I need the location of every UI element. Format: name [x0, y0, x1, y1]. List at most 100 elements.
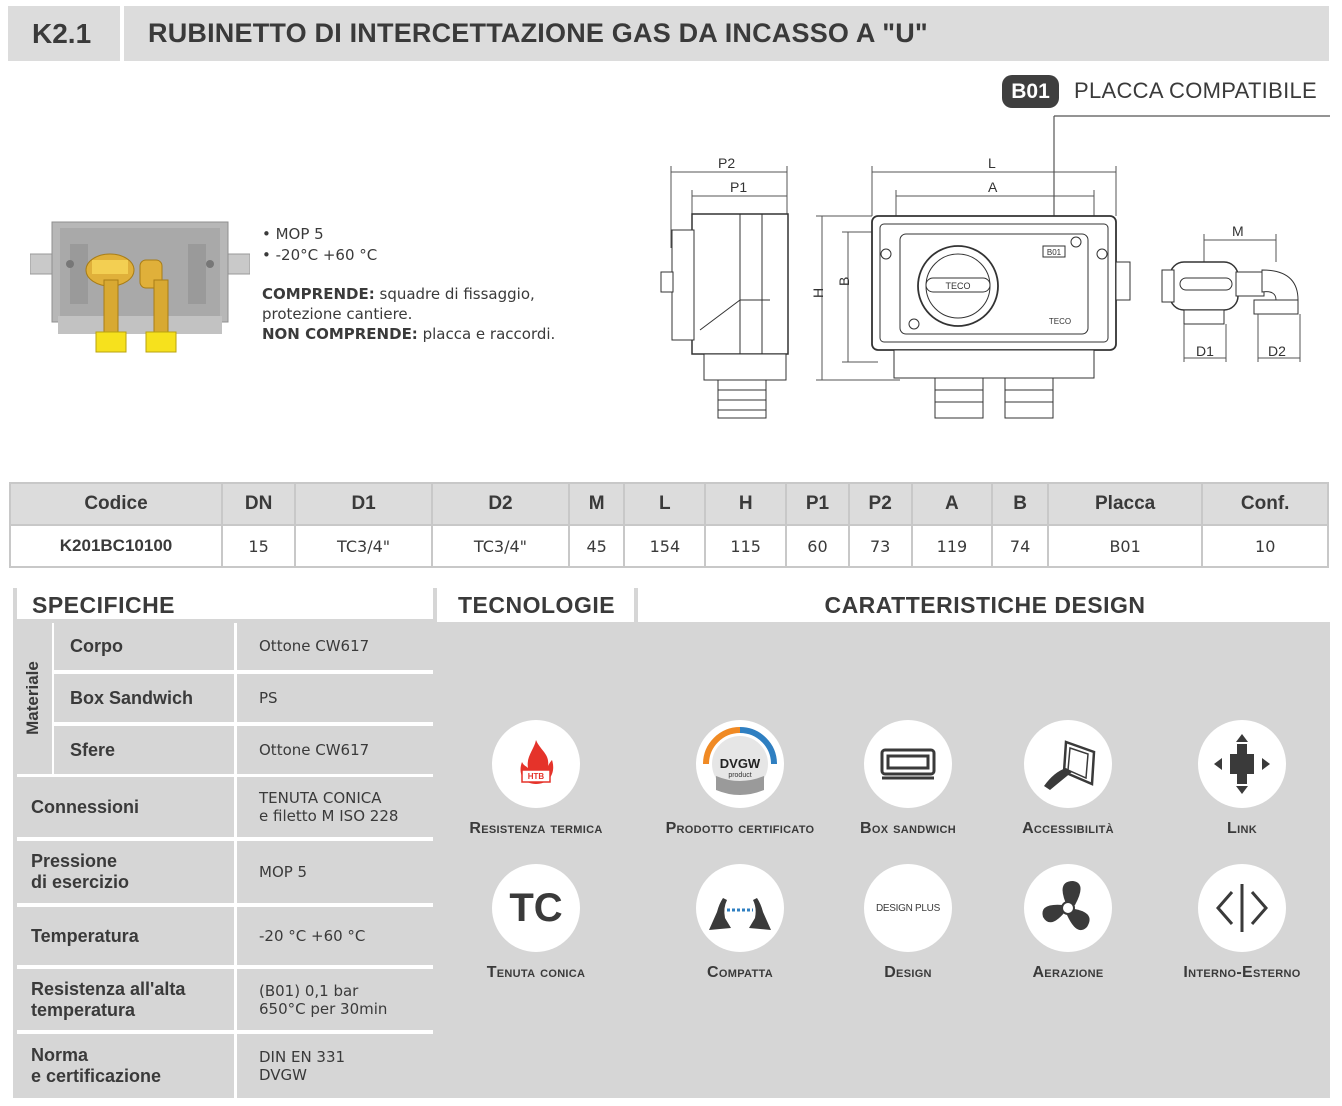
spec-value-line: e filetto M ISO 228: [259, 807, 399, 825]
spec-row-temperatura: Temperatura -20 °C +60 °C: [13, 907, 435, 965]
b01-plate-label: B01: [1047, 248, 1062, 257]
spec-label: Norma e certificazione: [13, 1034, 234, 1098]
specs-title: SPECIFICHE: [32, 591, 176, 618]
table-cell: B01: [1046, 524, 1204, 568]
feature-prodotto-certificato: DVGW product Prodotto certificato: [650, 720, 830, 838]
dimensions-table: Codice DN D1 D2 M L H P1 P2 A B Placca C…: [9, 482, 1329, 568]
table-cell: 60: [785, 524, 850, 568]
feature-label: Interno-Esterno: [1183, 964, 1301, 981]
feature-label: Design: [884, 964, 932, 981]
divider: [433, 588, 437, 1098]
feature-tenuta-conica: TC Tenuta conica: [446, 864, 626, 982]
table-header: M: [567, 482, 626, 526]
inside-outside-icon: [1198, 864, 1286, 952]
spec-label: Sfere: [54, 726, 234, 774]
table-header: D1: [294, 482, 434, 526]
product-photo: [30, 221, 250, 353]
dim-b-label: B: [836, 277, 852, 286]
section-code: K2.1: [8, 6, 120, 61]
spec-label-line: di esercizio: [31, 872, 130, 892]
table-cell: TC3/4": [294, 524, 434, 568]
spec-row-pressione: Pressione di esercizio MOP 5: [13, 841, 435, 903]
table-cell: 115: [704, 524, 788, 568]
dim-d2-label: D2: [1268, 343, 1286, 359]
placca-label: PLACCA COMPATIBILE: [1074, 78, 1317, 103]
table-header: DN: [220, 482, 297, 526]
dvgw-icon: DVGW product: [696, 720, 784, 808]
compact-hands-icon: [696, 864, 784, 952]
table-cell-code: K201BC10100: [9, 524, 223, 568]
spec-row-box: Box Sandwich PS: [54, 674, 434, 722]
dim-d1-label: D1: [1196, 343, 1214, 359]
tc-icon: TC: [492, 864, 580, 952]
dim-p1-label: P1: [730, 179, 747, 195]
spec-value: PS: [237, 674, 434, 722]
dim-p2-label: P2: [718, 155, 735, 171]
tech-panel: [437, 622, 634, 1098]
spec-value: TENUTA CONICA e filetto M ISO 228: [237, 777, 435, 837]
materiale-side-label: Materiale: [13, 622, 52, 774]
feature-label: Resistenza termica: [469, 820, 603, 837]
table-header: P2: [847, 482, 913, 526]
feature-resistenza-termica: HTB Resistenza termica: [446, 720, 626, 838]
bullet-mop: • MOP 5: [262, 225, 324, 243]
spec-row-connessioni: Connessioni TENUTA CONICA e filetto M IS…: [13, 777, 435, 837]
feature-label: Compatta: [707, 964, 773, 981]
link-arrows-icon: [1198, 720, 1286, 808]
spec-label: Corpo: [54, 622, 234, 670]
includes-text: squadre di fissaggio, protezione cantier…: [262, 285, 535, 323]
dim-a-label: A: [988, 179, 998, 195]
table-header-row: Codice DN D1 D2 M L H P1 P2 A B Placca C…: [9, 482, 1329, 526]
dvgw-text: DVGW: [720, 756, 761, 771]
design-panel: [638, 622, 1330, 1098]
product-bullets: • MOP 5 • -20°C +60 °C: [262, 224, 377, 266]
materiale-label: Materiale: [22, 661, 42, 735]
feature-design: DESIGN PLUS Design: [818, 864, 998, 982]
table-cell: 73: [847, 524, 913, 568]
accessibility-icon: [1024, 720, 1112, 808]
spec-label-line: Resistenza all'alta: [31, 978, 186, 999]
spec-value-line: (B01) 0,1 bar: [259, 981, 359, 1000]
dvgw-sub-text: product: [728, 772, 751, 779]
fan-icon: [1024, 864, 1112, 952]
teco-plate-label: TECO: [1049, 317, 1071, 326]
table-cell: 74: [991, 524, 1049, 568]
spec-label-line: temperatura: [31, 999, 136, 1020]
feature-accessibilita: Accessibilità: [978, 720, 1158, 838]
table-header: A: [910, 482, 994, 526]
spec-value: Ottone CW617: [237, 622, 434, 670]
spec-value: MOP 5: [237, 841, 435, 903]
design-plus-text: DESIGN PLUS: [876, 902, 940, 914]
feature-box-sandwich: Box sandwich: [818, 720, 998, 838]
table-header: P1: [785, 482, 850, 526]
feature-label: Aerazione: [1032, 964, 1104, 981]
table-cell: 15: [220, 524, 297, 568]
dim-h-label: H: [810, 288, 826, 298]
spec-label: Box Sandwich: [54, 674, 234, 722]
spec-label-line: Norma: [31, 1045, 89, 1065]
teco-knob-label: TECO: [945, 281, 970, 291]
feature-interno-esterno: Interno-Esterno: [1152, 864, 1332, 982]
spec-value-line: 650°C per 30min: [259, 999, 388, 1018]
feature-compatta: Compatta: [650, 864, 830, 982]
page-title: RUBINETTO DI INTERCETTAZIONE GAS DA INCA…: [124, 6, 1329, 61]
spec-value: -20 °C +60 °C: [237, 907, 435, 965]
spec-value: Ottone CW617: [237, 726, 434, 774]
spec-label-line: Pressione: [31, 851, 118, 871]
dim-m-label: M: [1232, 223, 1244, 239]
table-header: H: [704, 482, 788, 526]
table-header: L: [623, 482, 707, 526]
spec-value-line: DIN EN 331: [259, 1048, 346, 1066]
spec-label: Connessioni: [13, 777, 234, 837]
table-header: Codice: [9, 482, 223, 526]
feature-label: Accessibilità: [1022, 820, 1114, 837]
table-cell: 154: [623, 524, 707, 568]
spec-label: Pressione di esercizio: [13, 841, 234, 903]
spec-value: DIN EN 331 DVGW: [237, 1034, 435, 1098]
spec-label-line: e certificazione: [31, 1066, 162, 1086]
table-cell: TC3/4": [431, 524, 570, 568]
table-header: Conf.: [1201, 482, 1329, 526]
feature-label: Box sandwich: [860, 820, 956, 837]
divider: [634, 588, 638, 1098]
tc-text: TC: [509, 885, 563, 930]
